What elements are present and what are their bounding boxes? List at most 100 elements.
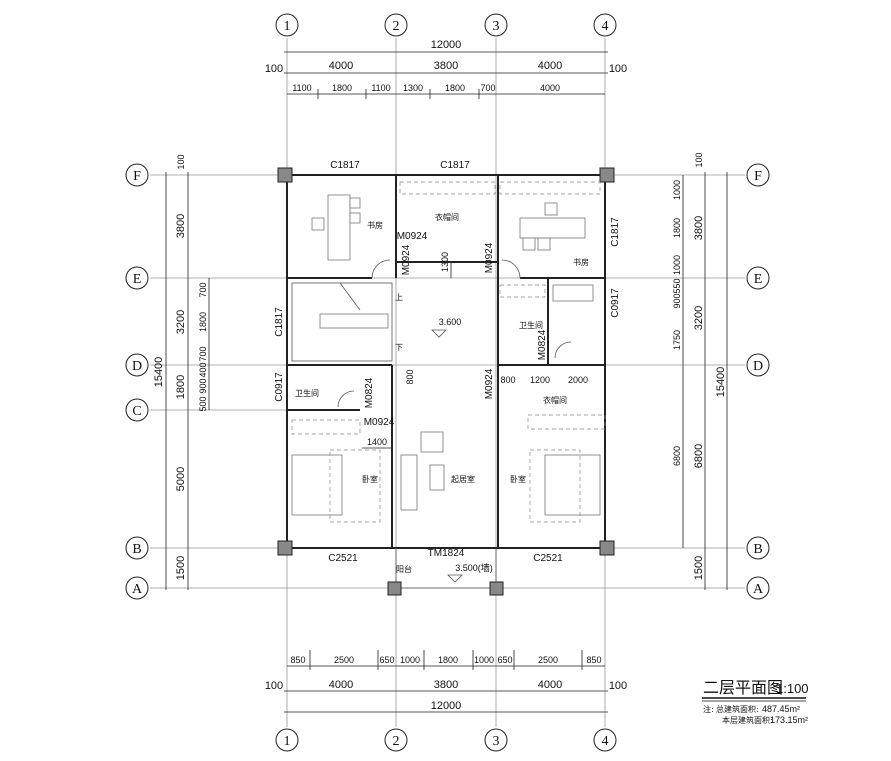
axes-vertical-2-label: 3 xyxy=(493,734,500,749)
axes-horizontal-4-label: B xyxy=(132,542,141,557)
top-dims-main-0-label: 4000 xyxy=(329,60,353,72)
circle-mark xyxy=(125,353,149,377)
room-living: 起居室 xyxy=(451,474,475,484)
walls xyxy=(277,167,615,596)
openings-m0824-left-label: M0824 xyxy=(364,377,375,408)
rect-mark xyxy=(387,581,402,596)
room-bedroom-right: 卧室 xyxy=(510,474,526,484)
axes-horizontal-1-label: E xyxy=(754,272,763,287)
right-dims-main-1-label: 3200 xyxy=(693,306,705,330)
axis-D-left: D xyxy=(125,353,149,377)
axis-B-right: B xyxy=(746,536,770,560)
circle-mark xyxy=(275,13,299,37)
opening-labels: C1817 C1817 C1817 C1817 C0917 C0917 M092… xyxy=(274,160,621,564)
axes-horizontal-3-label: C xyxy=(132,404,141,419)
left-dims-main-3-label: 5000 xyxy=(175,467,187,491)
left-dimensions: 100 3800 3200 1800 5000 1500 15400 700 1… xyxy=(153,154,210,590)
notes-total-area-label-label: 总建筑面积: xyxy=(716,704,759,714)
room-bath-right: 卫生间 xyxy=(519,320,543,330)
bottom-dims-sub-7-label: 2500 xyxy=(538,655,558,665)
room-labels: 书房 衣帽间 书房 卫生间 卫生间 衣帽间 卧室 卧室 起居室 阳台 3.600… xyxy=(295,212,589,583)
openings-c2521-left-label: C2521 xyxy=(328,553,358,564)
rect-mark xyxy=(286,174,606,549)
left-dims-sub-2-label: 700 xyxy=(198,346,208,361)
desk-right xyxy=(519,217,586,239)
left-dims-total-label: 15400 xyxy=(153,357,165,388)
circle-mark xyxy=(746,163,770,187)
inner-dims-d800-right-label: 800 xyxy=(500,375,515,385)
top-dims-total-label: 12000 xyxy=(431,39,462,51)
left-dims-sub-5-label: 500 xyxy=(198,396,208,411)
right-dims-sub-5-label: 1750 xyxy=(672,330,682,350)
level-marker xyxy=(431,329,447,338)
axes-horizontal-4-label: B xyxy=(753,542,762,557)
openings-c0917-right-label: C0917 xyxy=(610,288,621,318)
inner-dims-d2000-label: 2000 xyxy=(568,375,588,385)
rect-mark xyxy=(329,449,381,523)
right-dims-edge-label: 100 xyxy=(694,152,704,167)
total-area: 487.45m² xyxy=(762,704,800,714)
furniture xyxy=(291,181,606,523)
inner-dimensions: 1300 800 800 1200 2000 1400 xyxy=(362,252,588,449)
bottom-dims-main-0-label: 4000 xyxy=(329,679,353,691)
top-dims-edge-left-label: 100 xyxy=(265,63,283,75)
door-swing xyxy=(337,390,355,408)
axis-3-top: 3 xyxy=(484,13,508,37)
openings-c2521-right-label: C2521 xyxy=(533,553,563,564)
right-dims-main-3-label: 1500 xyxy=(693,556,705,580)
rect-mark xyxy=(291,282,393,362)
rect-mark xyxy=(544,202,558,216)
axes-horizontal-1-label: E xyxy=(133,272,142,287)
axis-D-right: D xyxy=(746,353,770,377)
left-dims-main-4-label: 1500 xyxy=(175,556,187,580)
drawing-scale: 1:100 xyxy=(776,681,809,696)
circle-mark xyxy=(275,728,299,752)
openings-m0924-bed-left-label: M0924 xyxy=(364,417,395,428)
room-closet-top: 衣帽间 xyxy=(435,212,459,222)
left-dims-sub-3-label: 400 xyxy=(198,362,208,377)
top-dims-sub-6-label: 4000 xyxy=(540,83,560,93)
right-dims-sub-1-label: 1800 xyxy=(672,218,682,238)
axis-1-bottom: 1 xyxy=(275,728,299,752)
openings-c1817-top-mid-label: C1817 xyxy=(440,160,470,171)
rect-mark xyxy=(319,313,389,329)
notes-floor-area-label-label: 本层建筑面积: xyxy=(722,715,773,725)
line-mark xyxy=(339,282,361,311)
rect-mark xyxy=(277,540,293,556)
right-dims-sub-3-label: 550 xyxy=(672,278,682,293)
level-balcony: 3.500(墙) xyxy=(455,562,493,573)
rect-mark xyxy=(349,197,361,209)
circle-mark xyxy=(746,353,770,377)
bottom-dims-sub-1-label: 2500 xyxy=(334,655,354,665)
stair-up: 上 xyxy=(395,293,403,302)
top-dimensions: 12000 100 100 4000 3800 4000 1100 1800 1… xyxy=(265,39,627,99)
right-dims-main-0-label: 3800 xyxy=(693,216,705,240)
room-balcony: 阳台 xyxy=(396,564,412,574)
title-block: 二层平面图 1:100 注: 总建筑面积: 487.45m² 本层建筑面积: 1… xyxy=(702,678,809,725)
axis-F-left: F xyxy=(125,163,149,187)
axes-vertical-1-label: 2 xyxy=(393,734,400,749)
axis-2-bottom: 2 xyxy=(384,728,408,752)
circle-mark xyxy=(593,728,617,752)
circle-mark xyxy=(125,266,149,290)
axis-2-top: 2 xyxy=(384,13,408,37)
room-bath-left: 卫生间 xyxy=(295,388,319,398)
axes-horizontal-2-label: D xyxy=(753,359,763,374)
circle-mark xyxy=(125,163,149,187)
right-dims-main-2-label: 6800 xyxy=(693,444,705,468)
door-swing xyxy=(501,259,521,279)
top-dims-edge-right-label: 100 xyxy=(609,63,627,75)
axes-horizontal-5-label: A xyxy=(132,582,143,597)
axis-A-right: A xyxy=(746,576,770,600)
rect-mark xyxy=(311,217,325,231)
circle-mark xyxy=(384,728,408,752)
axis-A-left: A xyxy=(125,576,149,600)
openings-c1817-left-label: C1817 xyxy=(274,307,285,337)
bottom-dims-total-label: 12000 xyxy=(431,700,462,712)
openings-m0824-right-label: M0824 xyxy=(537,329,548,360)
room-closet-right: 衣帽间 xyxy=(543,395,567,405)
circle-mark xyxy=(746,536,770,560)
bottom-dims-sub-0-label: 850 xyxy=(290,655,305,665)
bed-right xyxy=(544,454,601,516)
